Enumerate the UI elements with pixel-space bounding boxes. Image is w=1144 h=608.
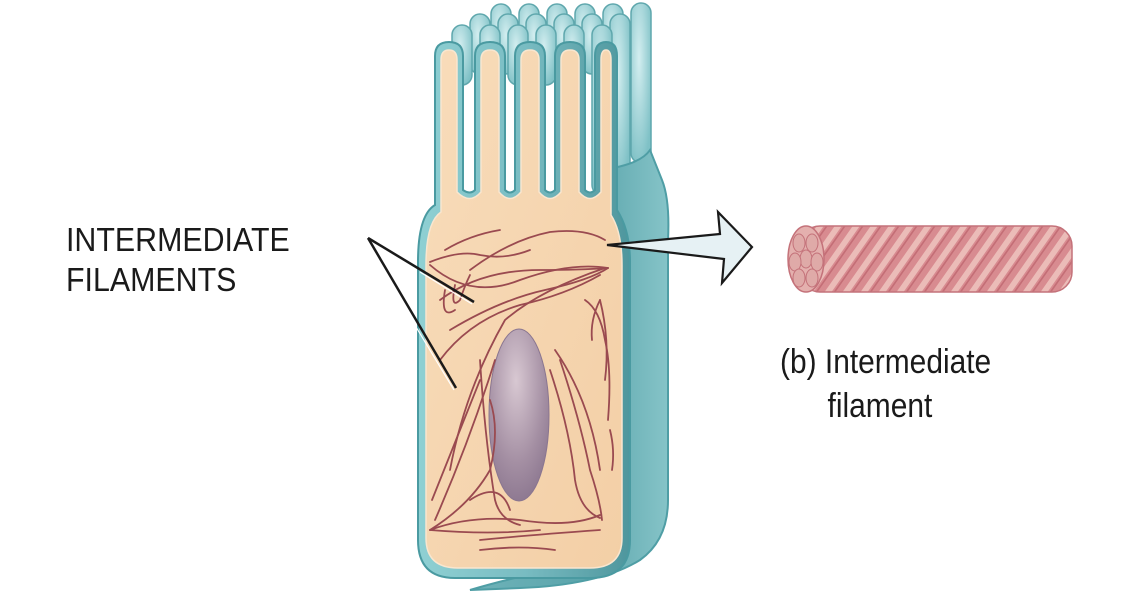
inset-caption: (b) Intermediate filament xyxy=(780,340,991,428)
callout-leader-lines xyxy=(366,236,475,389)
epithelial-cell-illustration xyxy=(417,2,670,591)
nucleus xyxy=(488,328,550,502)
arrow-right-icon xyxy=(606,209,754,287)
intermediate-filaments-label: INTERMEDIATE FILAMENTS xyxy=(66,220,290,300)
caption-line-2: filament xyxy=(827,387,933,425)
filament-rope-illustration xyxy=(787,225,1073,293)
filament-network xyxy=(429,229,615,551)
caption-line-1: (b) Intermediate xyxy=(780,343,992,381)
label-line-2: FILAMENTS xyxy=(66,261,237,298)
cytoplasm xyxy=(425,49,623,569)
label-line-1: INTERMEDIATE xyxy=(66,221,290,258)
